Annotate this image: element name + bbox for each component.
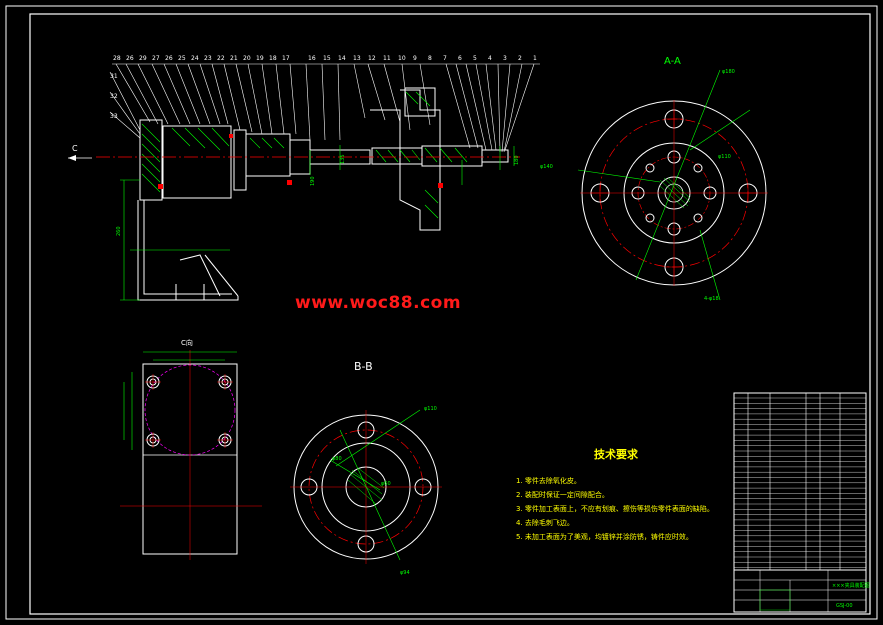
inner-frame [29, 13, 871, 615]
part-number-27: 27 [152, 55, 160, 62]
side-dimensions: 260 135 190 180 [116, 154, 520, 236]
parts-list-table [733, 392, 867, 571]
technical-requirement-4: 4. 去除毛刺飞边。 [516, 519, 574, 527]
technical-requirement-2: 2. 装配时保证一定间隙配合。 [516, 491, 609, 499]
watermark-url: www.woc88.com [295, 293, 462, 313]
view-c-arrow-label: C [72, 144, 78, 153]
part-number-7: 7 [443, 55, 447, 62]
technical-requirements-title: 技术要求 [594, 448, 638, 461]
part-number-12: 12 [368, 55, 376, 62]
technical-requirement-3: 3. 零件加工表面上，不应有划痕、擦伤等损伤零件表面的缺陷。 [516, 505, 714, 513]
section-a-a-view: A-A φ180 φ140 φ1 [540, 56, 768, 302]
section-b-b-view: B-B φ110 φ80 φ60 φ94 [290, 360, 442, 576]
part-number-4: 4 [488, 55, 492, 62]
view-c-label: C向 [181, 338, 193, 347]
part-number-21: 21 [230, 55, 238, 62]
part-number-19: 19 [256, 55, 264, 62]
section-a-a-label: A-A [664, 56, 681, 67]
part-number-23: 23 [204, 55, 212, 62]
dimension-aa-4: 4-φ18 [704, 296, 719, 302]
part-number-5: 5 [473, 55, 477, 62]
part-number-22: 22 [217, 55, 225, 62]
part-number-33: 33 [110, 113, 118, 120]
part-number-row-left: 28 26 29 27 26 25 24 23 22 21 20 19 18 17 [113, 55, 290, 62]
part-number-13: 13 [353, 55, 361, 62]
dimension-aa-2: φ140 [540, 164, 553, 170]
part-number-28: 28 [113, 55, 121, 62]
title-block: ×××夹具装配图 GSJ-00 [733, 569, 870, 613]
part-number-9: 9 [413, 55, 417, 62]
part-number-20: 20 [243, 55, 251, 62]
section-b-b-label: B-B [354, 360, 373, 373]
part-number-32: 32 [110, 93, 118, 100]
dimension-bb-1: φ110 [424, 406, 437, 412]
part-number-3: 3 [503, 55, 507, 62]
part-number-26: 26 [165, 55, 173, 62]
dimension-aa-3: φ110 [718, 154, 731, 160]
title-block-number: GSJ-00 [836, 603, 853, 609]
part-number-10: 10 [398, 55, 406, 62]
part-number-25: 25 [178, 55, 186, 62]
part-number-1: 1 [533, 55, 537, 62]
dimension-aa-1: φ180 [722, 69, 735, 75]
part-number-24: 24 [191, 55, 199, 62]
part-number-29: 29 [139, 55, 147, 62]
part-number-row-right: 16 15 14 13 12 11 10 9 8 7 6 5 4 3 2 1 [308, 55, 537, 62]
view-c: C向 [120, 338, 262, 560]
part-number-18: 18 [269, 55, 277, 62]
technical-requirement-1: 1. 零件去除氧化皮。 [516, 477, 581, 485]
part-number-2: 2 [518, 55, 522, 62]
dimension-side-2: 135 [340, 154, 346, 164]
dimension-bb-3: φ60 [381, 481, 391, 487]
part-number-8: 8 [428, 55, 432, 62]
dimension-side-4: 180 [514, 155, 520, 165]
part-number-26: 26 [126, 55, 134, 62]
part-number-17: 17 [282, 55, 290, 62]
outer-frame [5, 5, 878, 620]
dimension-bb-2: φ80 [332, 456, 342, 462]
part-number-11: 11 [383, 55, 391, 62]
part-number-14: 14 [338, 55, 346, 62]
part-number-16: 16 [308, 55, 316, 62]
dimension-side-3: 190 [310, 176, 316, 186]
dimension-bb-4: φ94 [400, 570, 410, 576]
part-number-6: 6 [458, 55, 462, 62]
dimension-side-1: 260 [116, 226, 122, 236]
part-number-31: 31 [110, 73, 118, 80]
part-number-column-side: 31 32 33 [110, 73, 118, 120]
part-number-15: 15 [323, 55, 331, 62]
title-block-title: ×××夹具装配图 [832, 582, 870, 589]
technical-requirement-5: 5. 未加工表面为了美观，均镀锌并涂防锈，铸件应时效。 [516, 533, 693, 541]
